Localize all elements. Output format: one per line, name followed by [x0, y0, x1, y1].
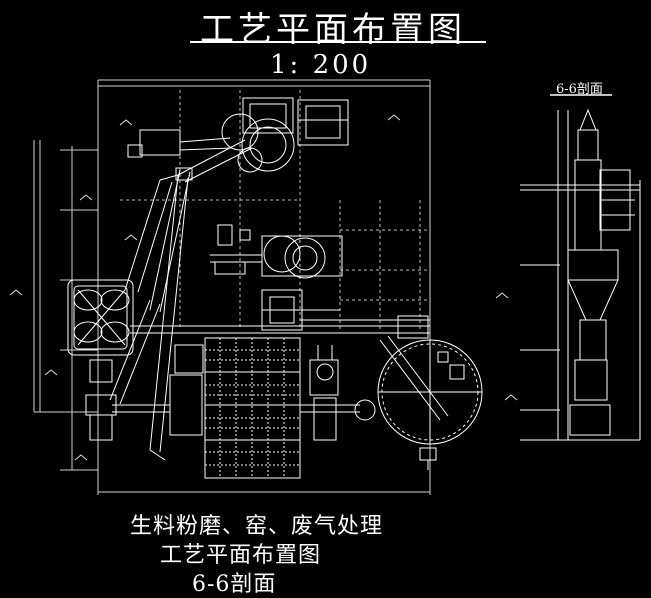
elevation-markers: [9, 114, 518, 461]
raw-mill-left: [67, 279, 170, 441]
caption-line-3: 6-6剖面: [192, 572, 277, 597]
silo-circle: [377, 335, 483, 470]
drawing-title: 工艺平面布置图: [200, 10, 466, 50]
drawing-scale: 1: 200: [270, 50, 372, 80]
mid-building: [261, 289, 340, 331]
bucket-elevator: [149, 167, 193, 461]
caption-line-1: 生料粉磨、窑、废气处理: [130, 514, 384, 539]
separator-middle: [210, 224, 343, 279]
main-plan-frame: [33, 79, 431, 495]
section-label: 6-6剖面: [556, 82, 603, 97]
structural-grid: [120, 90, 430, 330]
main-duct-diagonal: [109, 139, 253, 405]
mill-building: [242, 97, 349, 146]
bag-filter-grid: [169, 337, 301, 479]
exhaust-fan: [300, 345, 376, 441]
section-6-6: [520, 94, 641, 441]
caption-line-2: 工艺平面布置图: [160, 543, 322, 568]
cyclone-group-top: [127, 113, 295, 173]
transfer-gallery: [130, 315, 430, 339]
